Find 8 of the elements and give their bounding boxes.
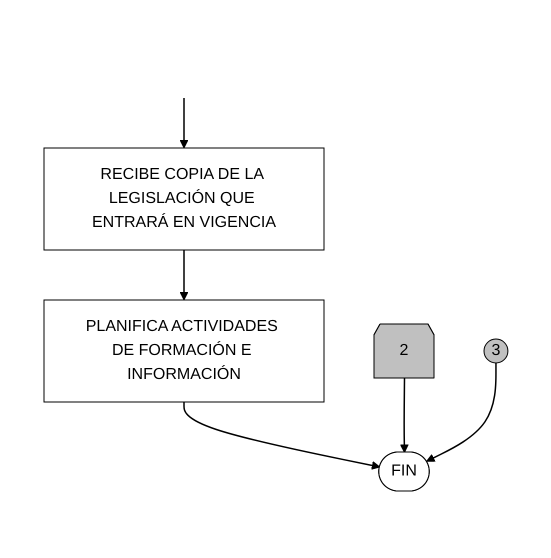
node-box: RECIBE COPIA DE LA LEGISLACIÓN QUE ENTRARÁ EN VIGENCIA <box>43 147 324 250</box>
node-circle: 3 <box>483 338 508 363</box>
arrow <box>179 98 188 148</box>
arrow <box>426 362 496 462</box>
arrow <box>182 402 380 470</box>
arrow <box>400 378 408 452</box>
arrow <box>179 250 188 300</box>
node-box: PLANIFICA ACTIVIDADES DE FORMACIÓN E INFORMACIÓN <box>43 299 324 402</box>
